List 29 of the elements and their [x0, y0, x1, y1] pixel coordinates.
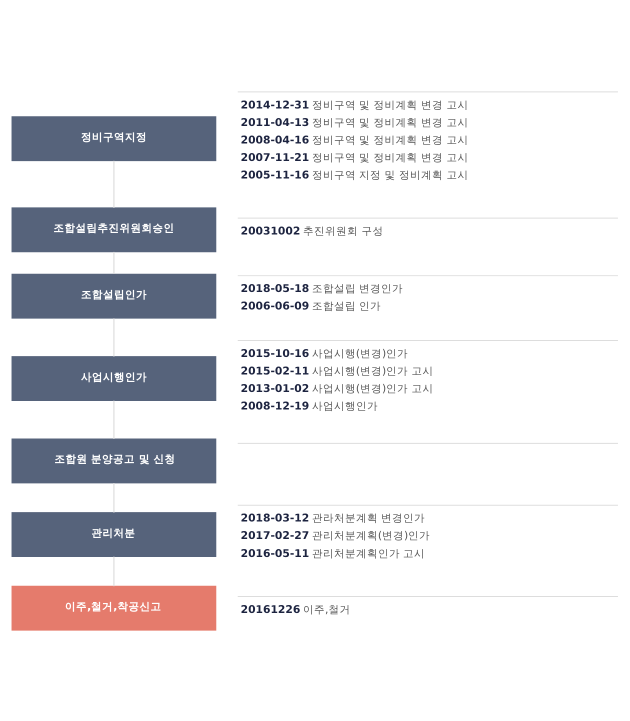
node-label: 2007-11-21 정비구역 및 정비계획 변경 고시 [240, 150, 468, 164]
node-label: 2011-04-13 정비구역 및 정비계획 변경 고시 [240, 115, 468, 128]
connector [113, 400, 114, 438]
node-label: 2015-02-11 사업시행(변경)인가 고시 [240, 364, 434, 377]
connector [113, 160, 114, 208]
connector [113, 556, 114, 586]
node-label: 2016-05-11 관리처분계획인가 고시 [240, 546, 426, 560]
node-label: 2018-05-18 조합설립 변경인가 [240, 282, 404, 295]
node-label: 2018-03-12 관라처분계획 변경인가 [240, 511, 426, 524]
node-label: 2005-11-16 정비구역 지정 및 정비계획 고시 [240, 168, 468, 181]
node-label: 2006-06-09 조합설립 인가 [240, 299, 382, 312]
node-label: 2015-10-16 사업시행(변경)인가 [240, 346, 408, 360]
node-box: 조합설립추진위원회승인 [12, 206, 216, 252]
node-label: 2008-12-19 사업시행인가 [240, 399, 378, 412]
node-label: 20161226 이주,철거 [240, 602, 350, 616]
node-label: 2013-01-02 사업시행(변경)인가 고시 [240, 382, 434, 395]
node-label: 2014-12-31 정비구역 및 정비계획 변경 고시 [240, 98, 468, 111]
node-label: 2017-02-27 관리처분계획(변경)인가 [240, 528, 430, 542]
node-box: 관리처분 [12, 512, 216, 556]
connector [113, 251, 114, 274]
node-label: 20031002 추진위원회 구성 [240, 224, 384, 238]
node-box: 정비구역지정 [12, 116, 216, 161]
node-box: 조합원 분양공고 및 신청 [12, 438, 216, 483]
node-box: 이주,철거,착공신고 [12, 585, 216, 630]
node-label: 2008-04-16 정비구역 및 정비계획 변경 고시 [240, 132, 468, 146]
connector [113, 318, 114, 356]
connector [113, 482, 114, 512]
node-box: 조합설립인가 [12, 273, 216, 318]
node-box: 사업시행인가 [12, 356, 216, 400]
